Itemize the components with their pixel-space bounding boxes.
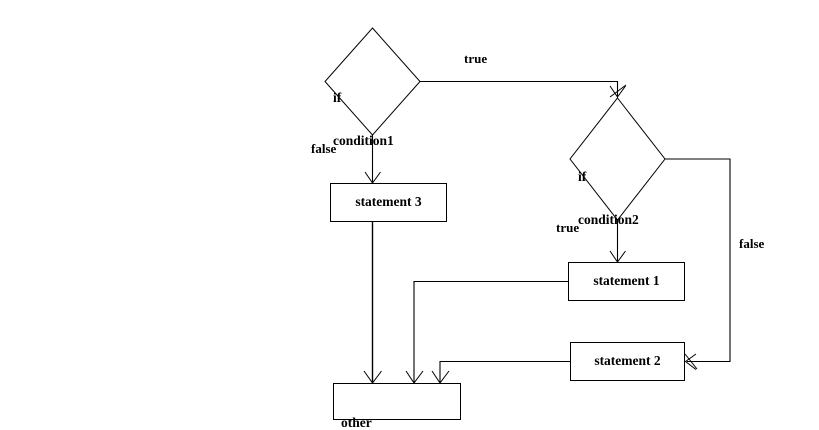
- node-condition1-shape[interactable]: [324, 27, 421, 136]
- node-otherstatements-shape[interactable]: [333, 383, 461, 420]
- edge-label-condition2-true: true: [556, 220, 580, 235]
- edge-condition2-false: [665, 158, 731, 370]
- edge-condition1-false: [364, 135, 381, 184]
- node-condition2-shape[interactable]: [569, 97, 666, 221]
- edge-statement2-other: [431, 360, 570, 384]
- node-statement2-shape[interactable]: [570, 342, 685, 381]
- node-statement1-shape[interactable]: [568, 262, 685, 301]
- edge-label-condition1-true: true: [464, 51, 488, 66]
- edge-label-condition1-false: false: [311, 141, 337, 156]
- node-statement3-shape[interactable]: [330, 183, 447, 222]
- edge-condition1-true: [420, 80, 627, 98]
- edge-statement1-other: [405, 280, 568, 384]
- edge-statement3-other: [363, 222, 382, 384]
- edge-label-condition2-false: false: [739, 236, 765, 251]
- edge-condition2-true: [609, 220, 626, 263]
